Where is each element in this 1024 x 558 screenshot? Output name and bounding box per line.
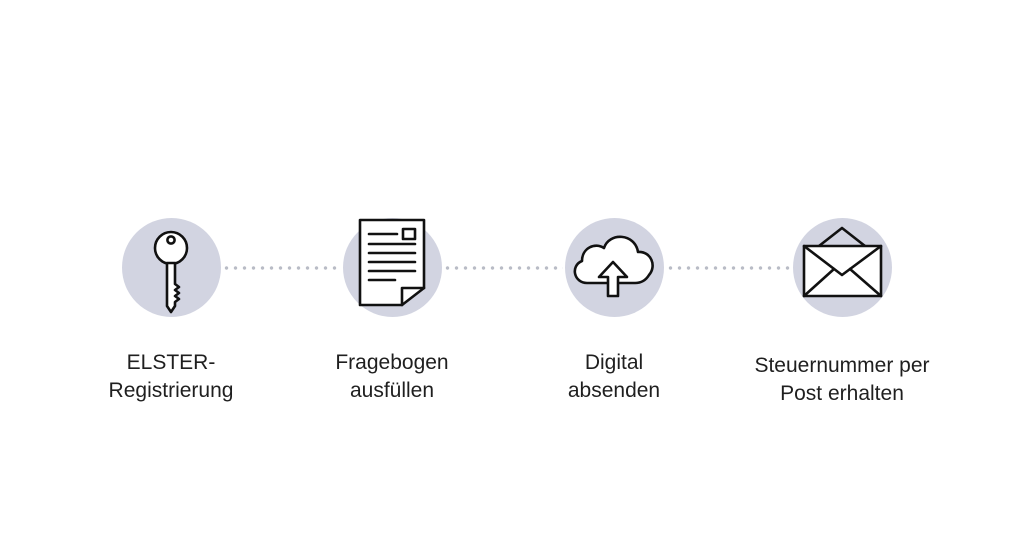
- step-circle: [792, 218, 892, 317]
- step-label-line: ausfüllen: [349, 379, 435, 402]
- step-label-line: Post erhalten: [780, 382, 904, 405]
- step-fill-questionnaire: Fragebogen ausfüllen: [272, 218, 512, 405]
- step-label-line: ELSTER-: [126, 351, 216, 374]
- step-label: Steuernummer per Post erhalten: [722, 352, 962, 408]
- dotted-connector: [443, 266, 563, 270]
- step-label-line: Digital: [584, 351, 644, 374]
- step-elster-registration: ELSTER- Registrierung: [51, 218, 291, 405]
- step-label-line: absenden: [567, 379, 661, 402]
- step-circle: [564, 218, 664, 317]
- document-icon: [358, 218, 425, 307]
- step-label: Digital absenden: [494, 349, 734, 405]
- step-label: ELSTER- Registrierung: [51, 349, 291, 405]
- step-submit-digitally: Digital absenden: [494, 218, 734, 405]
- step-label-line: Fragebogen: [335, 351, 449, 374]
- dotted-connector: [222, 266, 340, 270]
- step-label: Fragebogen ausfüllen: [272, 349, 512, 405]
- step-label-line: Steuernummer per: [754, 354, 930, 377]
- dotted-connector: [666, 266, 790, 270]
- key-icon: [153, 230, 188, 314]
- cloud-upload-icon: [573, 235, 654, 298]
- step-receive-tax-number: Steuernummer per Post erhalten: [722, 218, 962, 408]
- step-label-line: Registrierung: [108, 379, 234, 402]
- step-circle: [121, 218, 221, 317]
- step-circle: [342, 218, 442, 317]
- envelope-icon: [802, 226, 882, 298]
